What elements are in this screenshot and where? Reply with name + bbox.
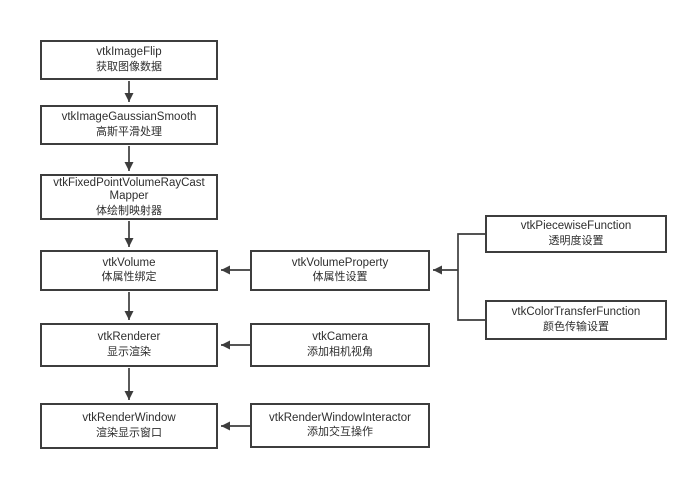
node-vtkimageflip: vtkImageFlip 获取图像数据	[40, 40, 218, 80]
node-vtkcolortransferfunction: vtkColorTransferFunction 颜色传输设置	[485, 300, 667, 340]
node-title: vtkVolume	[102, 256, 156, 269]
node-vtkrenderwindowinteractor: vtkRenderWindowInteractor 添加交互操作	[250, 403, 430, 448]
node-vtkvolumeproperty: vtkVolumeProperty 体属性设置	[250, 250, 430, 291]
bracket-transfer-functions	[457, 233, 485, 321]
node-title: vtkImageGaussianSmooth	[61, 111, 197, 124]
node-subtitle: 添加相机视角	[307, 345, 373, 358]
node-subtitle: 体绘制映射器	[96, 204, 162, 217]
node-title: vtkPiecewiseFunction	[520, 220, 632, 233]
node-title: vtkColorTransferFunction	[511, 306, 641, 319]
node-vtkpiecewisefunction: vtkPiecewiseFunction 透明度设置	[485, 215, 667, 253]
node-subtitle: 体属性设置	[312, 271, 368, 284]
node-subtitle: 显示渲染	[107, 345, 151, 358]
node-vtkfixedpointvolumeraycastmapper: vtkFixedPointVolumeRayCast Mapper 体绘制映射器	[40, 174, 218, 220]
node-subtitle: 渲染显示窗口	[96, 426, 162, 439]
node-vtkrenderwindow: vtkRenderWindow 渲染显示窗口	[40, 403, 218, 449]
node-title: vtkVolumeProperty	[291, 256, 389, 269]
node-title: vtkImageFlip	[96, 46, 162, 59]
node-subtitle: 获取图像数据	[96, 60, 162, 73]
node-title: vtkFixedPointVolumeRayCast Mapper	[53, 176, 205, 203]
node-subtitle: 体属性绑定	[101, 271, 157, 284]
node-vtkvolume: vtkVolume 体属性绑定	[40, 250, 218, 291]
node-vtkimagegaussiansmooth: vtkImageGaussianSmooth 高斯平滑处理	[40, 105, 218, 145]
node-title: vtkRenderWindow	[82, 412, 176, 425]
node-title: vtkRenderer	[97, 331, 161, 344]
node-title: vtkCamera	[312, 331, 368, 344]
node-subtitle: 高斯平滑处理	[96, 125, 162, 138]
node-subtitle: 添加交互操作	[307, 426, 373, 439]
node-vtkrenderer: vtkRenderer 显示渲染	[40, 323, 218, 367]
node-vtkcamera: vtkCamera 添加相机视角	[250, 323, 430, 367]
node-subtitle: 透明度设置	[548, 234, 604, 247]
node-subtitle: 颜色传输设置	[543, 320, 609, 333]
node-title: vtkRenderWindowInteractor	[269, 411, 411, 424]
